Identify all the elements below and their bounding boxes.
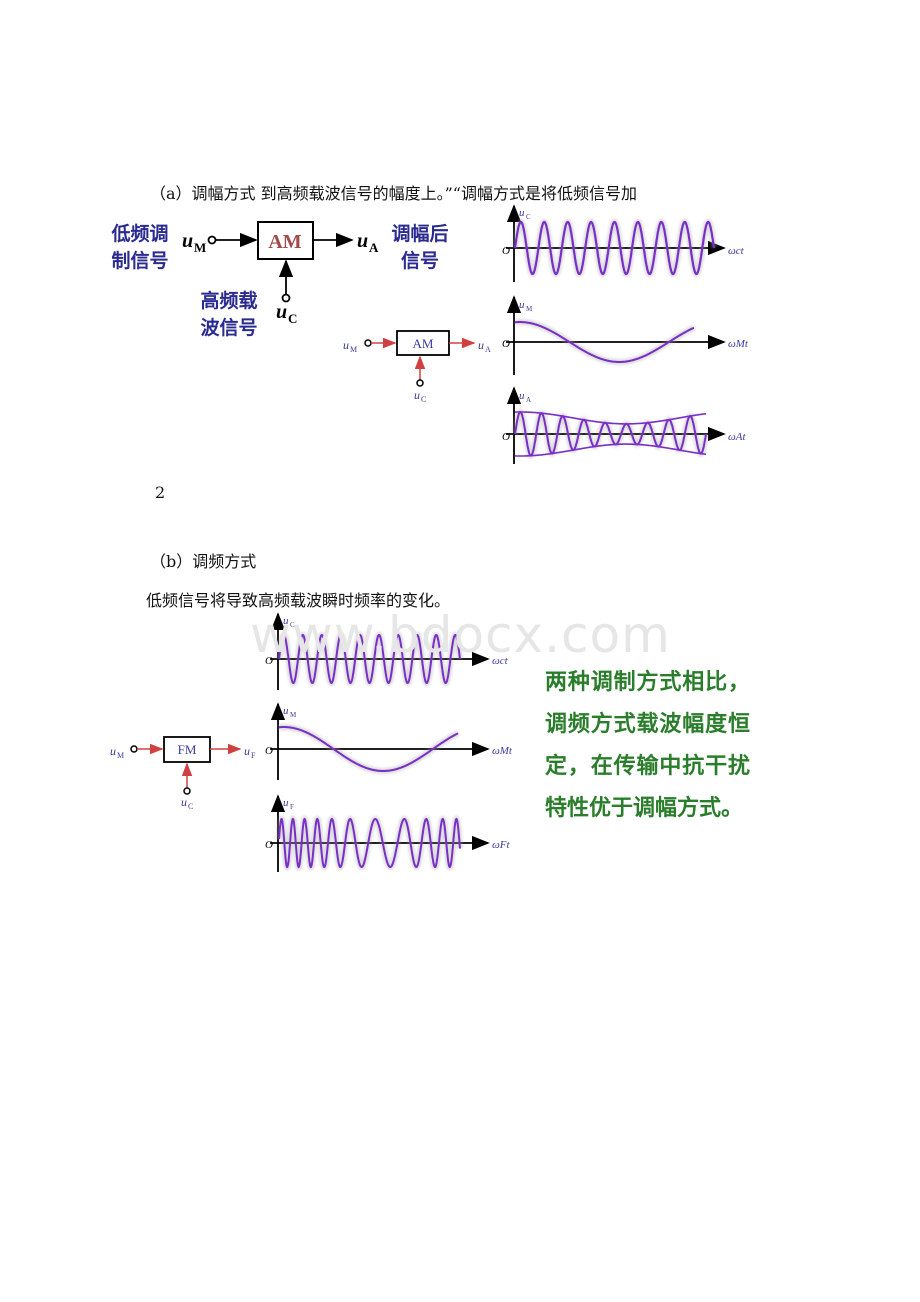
fm-output-wave — [278, 817, 461, 869]
section-a-caption: （a）调幅方式 到高频载波信号的幅度上。”“调幅方式是将低频信号加 — [150, 184, 637, 203]
am-input-sub: M — [194, 240, 206, 255]
am-output-plot: u A O ωAt — [502, 386, 746, 464]
svg-text:F: F — [251, 751, 256, 760]
section-b-description: 低频信号将导致高频载波瞬时频率的变化。 — [146, 591, 451, 610]
svg-text:ωct: ωct — [492, 655, 509, 667]
fm-output-plot: u F O ωFt — [265, 794, 510, 872]
comparison-note: 两种调制方式相比，调频方式载波幅度恒定，在传输中抗干扰特性优于调幅方式。 — [545, 670, 750, 821]
svg-text:u: u — [283, 705, 289, 717]
am-carrier-wave — [513, 220, 716, 276]
svg-text:ωMt: ωMt — [728, 338, 749, 350]
am-box-label: AM — [268, 231, 301, 253]
am-carrier-plot: u C O ωct — [502, 204, 745, 282]
svg-text:u: u — [244, 744, 250, 758]
fm-carrier-plot: u C O ωct — [265, 612, 509, 690]
watermark: www.bdocx.com — [250, 606, 671, 664]
fm-carrier-wave — [278, 633, 461, 685]
svg-text:A: A — [526, 396, 531, 404]
svg-text:O: O — [502, 245, 510, 257]
am-modulating-plot: u M O ωMt — [502, 295, 749, 375]
svg-text:u: u — [519, 390, 525, 402]
am-carrier-symbol: u — [276, 301, 287, 323]
svg-text:C: C — [526, 213, 531, 221]
am-carrier-label: 高频载波信号 — [200, 290, 258, 339]
svg-text:u: u — [110, 744, 116, 758]
svg-text:u: u — [519, 299, 525, 311]
svg-text:M: M — [350, 345, 357, 354]
am-input-symbol: u — [182, 230, 193, 252]
am-box — [257, 221, 314, 260]
fm-modulating-wave — [279, 726, 459, 772]
section-b-caption: （b）调频方式 — [150, 552, 257, 571]
am-modulating-wave — [515, 321, 695, 363]
svg-text:M: M — [290, 711, 297, 719]
svg-text:u: u — [283, 797, 289, 809]
am-output-sub: A — [369, 240, 379, 255]
svg-text:ωct: ωct — [728, 245, 745, 257]
svg-text:O: O — [265, 655, 273, 667]
svg-text:C: C — [188, 802, 193, 811]
am-block-diagram: u M AM u A u C — [182, 221, 379, 326]
am-output-label: 调幅后信号 — [391, 223, 449, 272]
svg-text:O: O — [502, 431, 510, 443]
svg-text:AM: AM — [413, 336, 434, 351]
svg-text:O: O — [265, 839, 273, 851]
svg-text:u: u — [343, 338, 349, 352]
am-carrier-sub: C — [288, 311, 297, 326]
am-output-wave — [514, 411, 707, 457]
fm-small-diagram: u M FM u F u C — [110, 736, 256, 811]
svg-text:ωAt: ωAt — [728, 431, 746, 443]
am-input-label: 低频调制信号 — [111, 223, 169, 272]
svg-text:u: u — [414, 388, 420, 402]
svg-text:FM: FM — [178, 742, 197, 757]
svg-text:ωFt: ωFt — [492, 839, 510, 851]
svg-text:O: O — [502, 338, 510, 350]
am-output-symbol: u — [357, 230, 368, 252]
svg-text:A: A — [485, 345, 491, 354]
svg-text:u: u — [519, 207, 525, 219]
fm-modulating-plot: u M O ωMt — [265, 702, 513, 780]
svg-text:u: u — [283, 615, 289, 627]
svg-text:u: u — [181, 795, 187, 809]
svg-text:ωMt: ωMt — [492, 745, 513, 757]
am-small-diagram: u M AM u A u C — [343, 330, 491, 404]
svg-text:M: M — [526, 305, 533, 313]
svg-text:u: u — [478, 338, 484, 352]
page-number: 2 — [155, 483, 166, 502]
svg-text:C: C — [290, 621, 295, 629]
svg-text:F: F — [290, 803, 294, 811]
svg-text:C: C — [421, 395, 426, 404]
svg-text:M: M — [117, 751, 124, 760]
svg-text:O: O — [265, 745, 273, 757]
